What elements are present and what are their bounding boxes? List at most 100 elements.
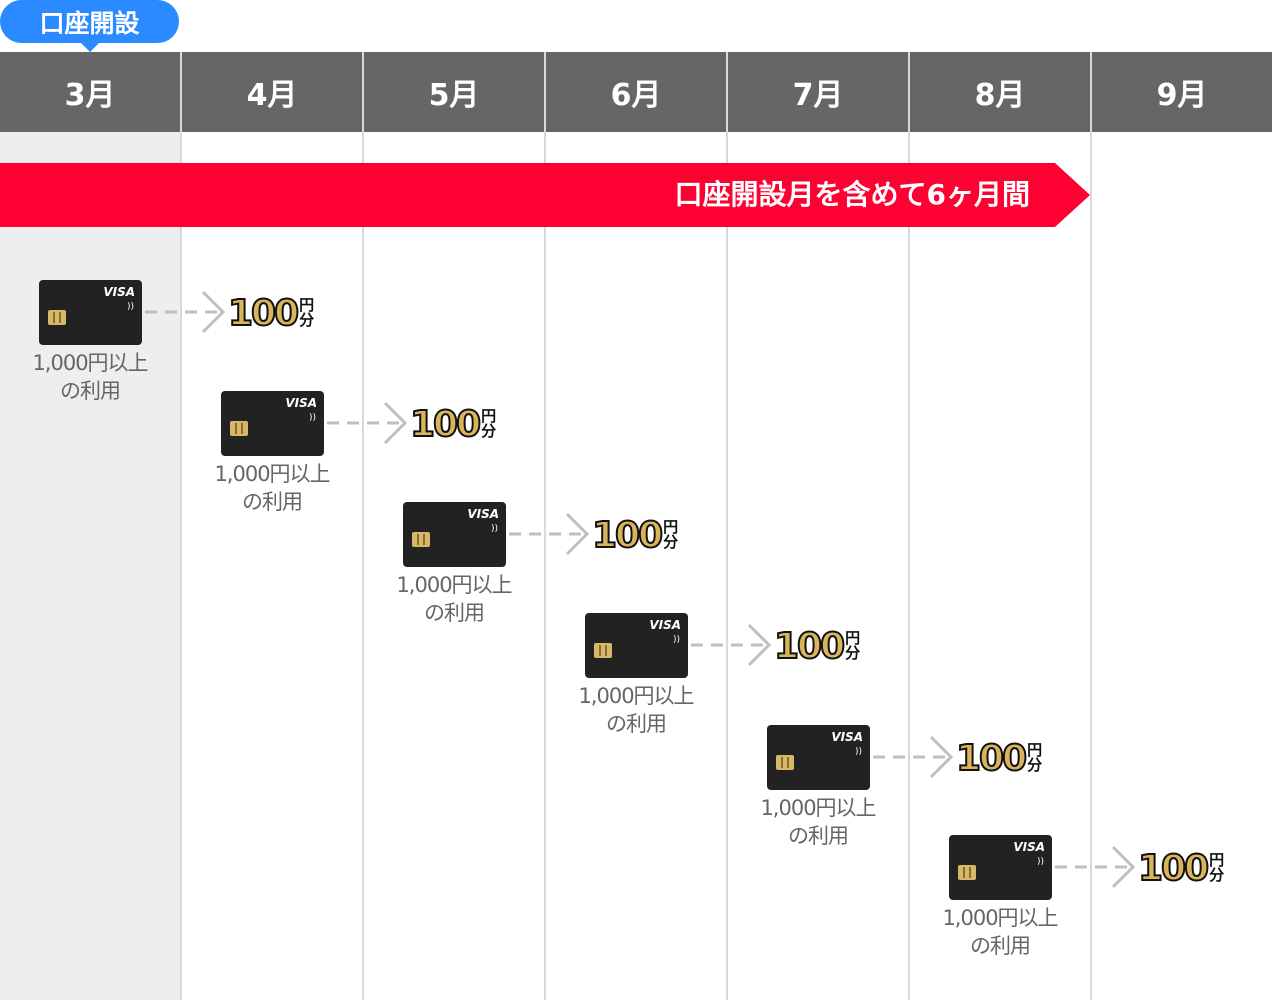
reward-amount: 100 円 分 [955,737,1043,780]
period-arrow-head [1055,163,1090,227]
reward-value: 100 [955,737,1028,780]
month-label: 9月 [1156,78,1208,113]
reward-amount: 100 円 分 [1137,847,1224,890]
reward-value: 100 [773,625,846,668]
visa-card-icon: VISA )) [39,280,142,345]
column-may-bg [364,132,546,1000]
usage-suffix: の利用 [424,601,485,625]
reward-unit-yen: 円 [1027,741,1043,759]
usage-suffix: の利用 [60,379,121,403]
usage-amount: 1,000円以上 [214,462,330,486]
six-month-period-arrow: 口座開設月を含めて6ヶ月間 [0,163,1090,227]
contactless-icon: )) [126,302,134,312]
contactless-icon: )) [854,747,862,757]
month-divider [726,52,728,132]
month-label: 5月 [428,78,480,113]
badge-pointer [80,42,100,52]
contactless-icon: )) [672,635,680,645]
usage-condition: 1,000円以上 の利用 [910,904,1090,960]
column-april-bg [182,132,364,1000]
reward-unit-yen: 円 [845,629,861,647]
card-brand: VISA [103,285,135,299]
reward-unit-worth: 分 [663,533,679,551]
reward-amount: 100 円 分 [409,403,496,446]
reward-step: VISA )) 1,000円以上 の利用 100 円 分 [0,280,360,420]
month-divider [908,52,910,132]
period-label: 口座開設月を含めて6ヶ月間 [674,178,1030,211]
usage-suffix: の利用 [242,490,303,514]
contactless-icon: )) [490,524,498,534]
dashed-arrow-icon [509,512,590,556]
reward-unit: 円 分 [845,631,860,661]
card-chip-icon [594,643,612,658]
month-divider [362,52,364,132]
month-header: 3月 4月 5月 6月 7月 8月 9月 [0,52,1272,132]
usage-suffix: の利用 [606,712,667,736]
usage-condition: 1,000円以上 の利用 [364,571,544,627]
month-divider [544,52,546,132]
visa-card-icon: VISA )) [585,613,688,678]
reward-unit-yen: 円 [299,296,315,314]
card-brand: VISA [1013,840,1045,854]
card-brand: VISA [649,618,681,632]
dashed-arrow-icon [327,401,408,445]
reward-unit-worth: 分 [299,311,315,329]
month-label: 4月 [246,78,298,113]
reward-step: VISA )) 1,000円以上 の利用 100 円 分 [910,835,1270,975]
period-arrow-body [0,163,1055,227]
reward-unit-yen: 円 [663,518,679,536]
reward-value: 100 [409,403,482,446]
month-divider [1090,52,1092,132]
reward-unit: 円 分 [299,298,314,328]
reward-unit-worth: 分 [1027,756,1043,774]
reward-value: 100 [591,514,664,557]
usage-amount: 1,000円以上 [942,906,1058,930]
reward-unit-worth: 分 [1209,866,1225,884]
account-opening-badge: 口座開設 [0,0,179,43]
usage-condition: 1,000円以上 の利用 [182,460,362,516]
column-march-bg [0,132,182,1000]
reward-unit-yen: 円 [481,407,497,425]
card-chip-icon [412,532,430,547]
reward-value: 100 [227,292,300,335]
reward-step: VISA )) 1,000円以上 の利用 100 円 分 [546,613,906,753]
card-brand: VISA [285,396,317,410]
visa-card-icon: VISA )) [767,725,870,790]
usage-amount: 1,000円以上 [396,573,512,597]
card-chip-icon [958,865,976,880]
visa-card-icon: VISA )) [221,391,324,456]
card-chip-icon [48,310,66,325]
reward-amount: 100 円 分 [773,625,860,668]
reward-amount: 100 円 分 [227,292,314,335]
column-july-bg [728,132,910,1000]
visa-card-icon: VISA )) [949,835,1052,900]
visa-card-icon: VISA )) [403,502,506,567]
month-label: 8月 [974,78,1026,113]
reward-amount: 100 円 分 [591,514,678,557]
reward-unit: 円 分 [1209,853,1224,883]
reward-unit-worth: 分 [481,422,497,440]
reward-unit: 円 分 [481,409,496,439]
card-brand: VISA [467,507,499,521]
usage-suffix: の利用 [970,934,1031,958]
dashed-arrow-icon [145,290,226,334]
card-chip-icon [776,755,794,770]
usage-condition: 1,000円以上 の利用 [546,682,726,738]
column-june-bg [546,132,728,1000]
usage-condition: 1,000円以上 の利用 [728,794,908,850]
usage-condition: 1,000円以上 の利用 [0,349,180,405]
card-brand: VISA [831,730,863,744]
usage-amount: 1,000円以上 [32,351,148,375]
month-label: 3月 [64,78,116,113]
month-label: 7月 [792,78,844,113]
card-chip-icon [230,421,248,436]
dashed-arrow-icon [691,623,772,667]
reward-step: VISA )) 1,000円以上 の利用 100 円 分 [364,502,724,642]
contactless-icon: )) [308,413,316,423]
month-label: 6月 [610,78,662,113]
reward-step: VISA )) 1,000円以上 の利用 100 円 分 [728,725,1088,865]
column-august-bg [910,132,1092,1000]
contactless-icon: )) [1036,857,1044,867]
reward-unit: 円 分 [663,520,678,550]
month-divider [180,52,182,132]
